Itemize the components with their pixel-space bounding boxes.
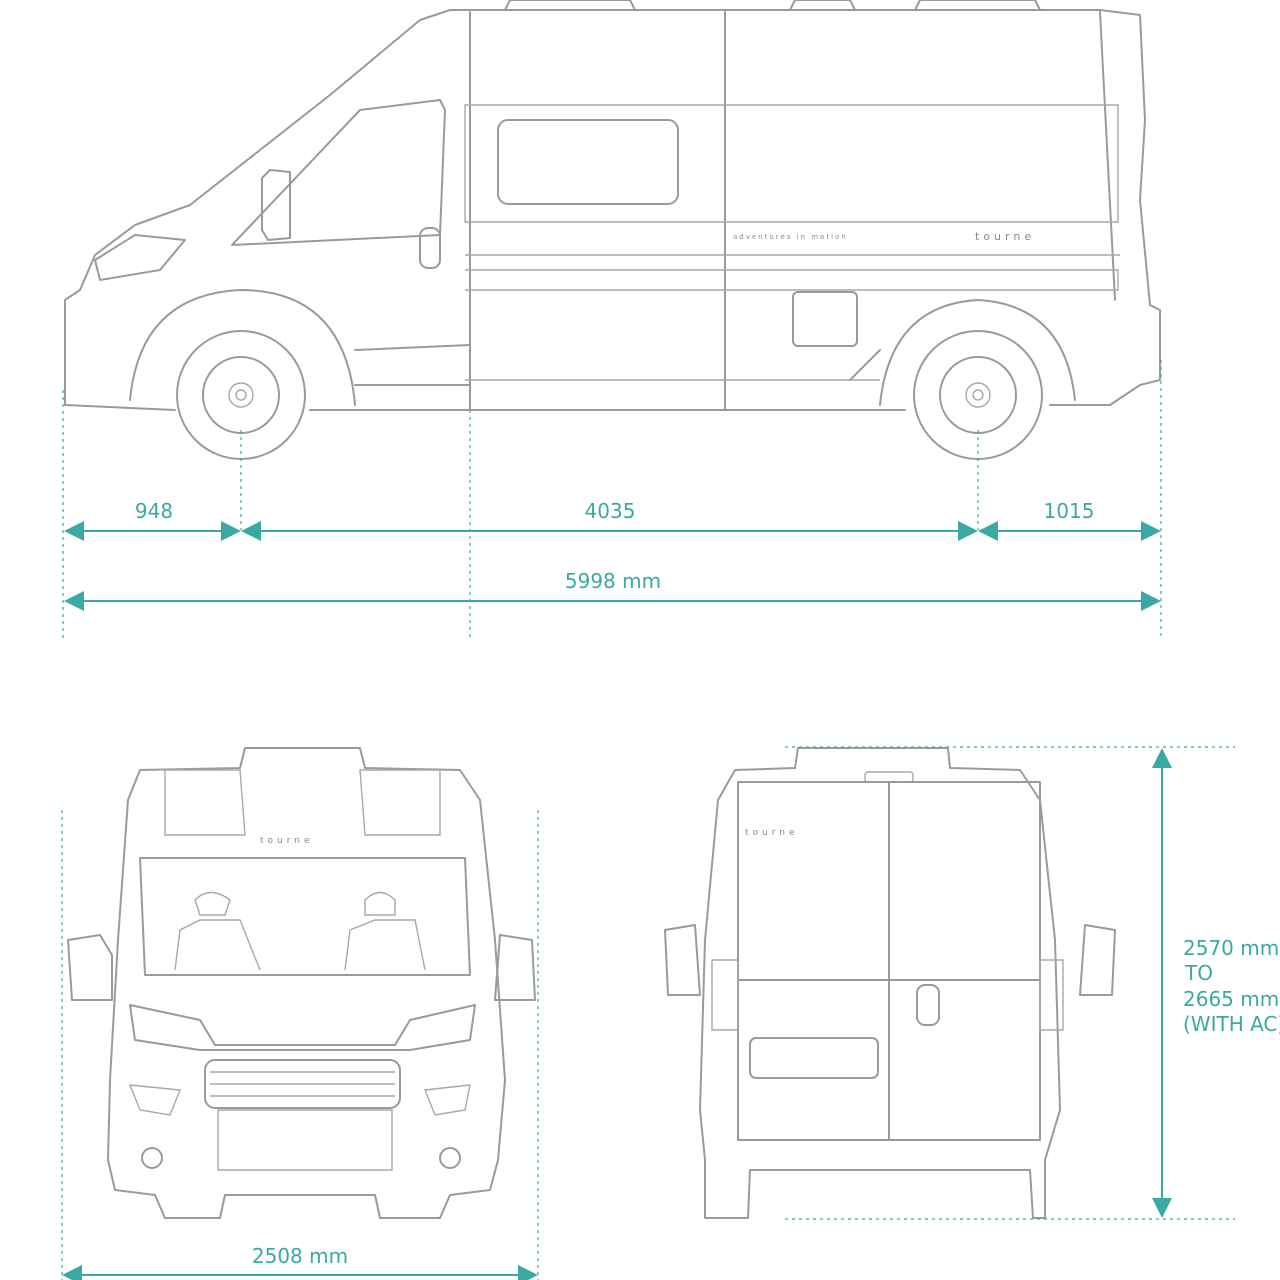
roof-equipment bbox=[504, 0, 1041, 11]
front-headlights bbox=[129, 1004, 476, 1051]
width-label: 2508 mm bbox=[252, 1244, 348, 1268]
door-handle bbox=[419, 227, 441, 269]
fog-light-right bbox=[439, 1147, 461, 1169]
rear-view: tourne bbox=[664, 747, 1116, 1219]
total-length-label: 5998 mm bbox=[565, 569, 661, 593]
windscreen bbox=[139, 857, 471, 976]
side-mirror bbox=[261, 169, 291, 241]
rear-outline bbox=[699, 747, 1061, 1219]
fog-light-left bbox=[141, 1147, 163, 1169]
width-dimension: 2508 mm bbox=[61, 810, 539, 1280]
fuel-flap bbox=[792, 291, 858, 347]
rear-door-handle bbox=[916, 984, 940, 1026]
length-dimensions: 948 4035 1015 5998 mm bbox=[62, 360, 1162, 640]
side-sills bbox=[354, 344, 881, 386]
front-seats bbox=[174, 891, 426, 971]
grille-slats bbox=[210, 1071, 395, 1097]
rear-overhang-label: 1015 bbox=[1044, 499, 1095, 523]
side-window bbox=[497, 119, 679, 205]
rear-ac-unit bbox=[864, 771, 914, 783]
rear-plate-recess bbox=[749, 1037, 879, 1079]
height-to-label: TO bbox=[1184, 961, 1213, 985]
height-min-label: 2570 mm bbox=[1183, 936, 1279, 960]
headlight bbox=[94, 234, 186, 281]
panel-seams bbox=[469, 11, 1116, 411]
wheelbase-label: 4035 bbox=[585, 499, 636, 523]
wheel-arches bbox=[129, 289, 1076, 406]
front-grille bbox=[204, 1059, 401, 1109]
front-brand-logo: tourne bbox=[260, 836, 314, 846]
height-max-label: 2665 mm bbox=[1183, 987, 1279, 1011]
front-outline bbox=[107, 747, 506, 1219]
front-mirrors bbox=[67, 934, 536, 1001]
side-slogan: adventures in motion bbox=[733, 233, 848, 241]
front-roof-panels bbox=[164, 769, 441, 836]
rear-brand-logo: tourne bbox=[745, 828, 799, 838]
body-stripes bbox=[464, 104, 1120, 381]
side-view: adventures in motion tourne bbox=[64, 0, 1161, 460]
rear-mirrors bbox=[664, 924, 1116, 996]
front-overhang-label: 948 bbox=[135, 499, 173, 523]
front-bumper bbox=[128, 1084, 471, 1171]
side-body-outline bbox=[64, 9, 1161, 411]
height-dimension: 2570 mm TO 2665 mm (WITH AC) bbox=[785, 746, 1280, 1220]
front-view: tourne bbox=[67, 747, 536, 1219]
rear-lights bbox=[711, 959, 1064, 1031]
side-brand-logo: tourne bbox=[975, 230, 1035, 243]
height-note-label: (WITH AC) bbox=[1183, 1012, 1280, 1036]
cab-window bbox=[231, 99, 446, 246]
